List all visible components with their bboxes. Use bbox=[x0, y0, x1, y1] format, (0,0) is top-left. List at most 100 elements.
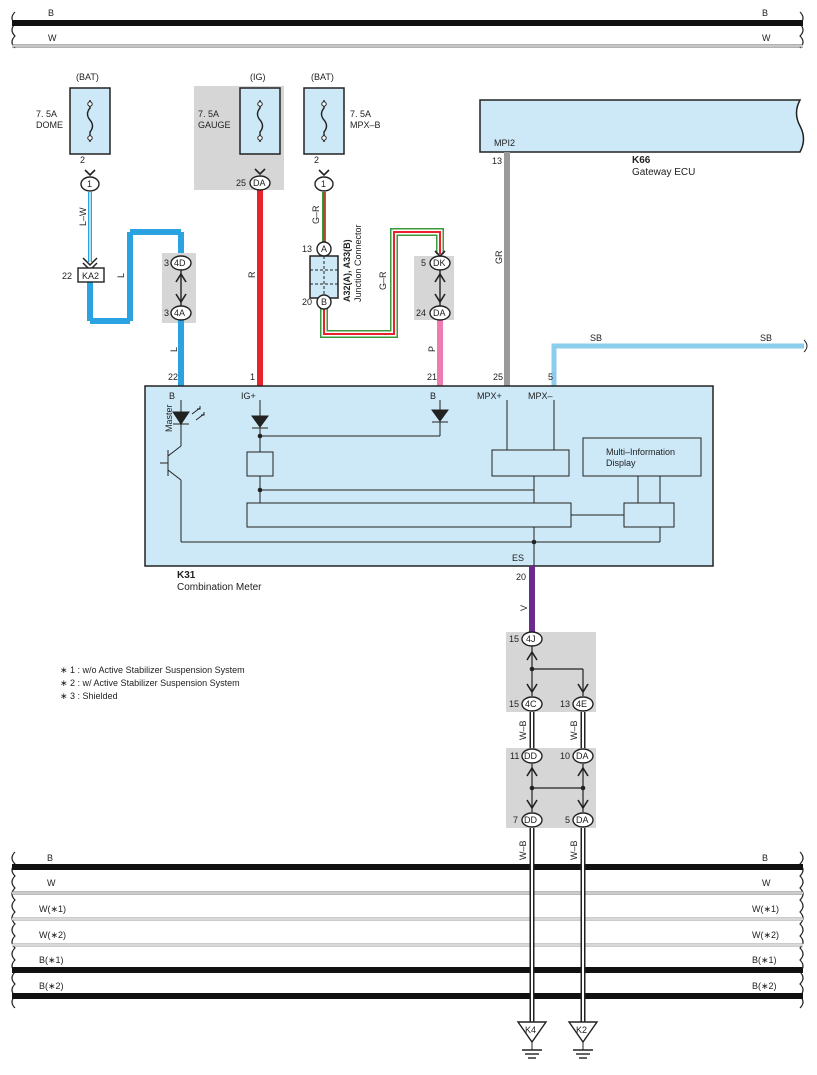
gateway-ecu: K66 Gateway ECU MPI2 13 bbox=[479, 99, 805, 178]
fuse-gauge: (IG) 7. 5A GAUGE 25 bbox=[194, 72, 284, 190]
svg-text:10: 10 bbox=[560, 751, 570, 761]
conn-mpxb-1: 1 bbox=[314, 169, 334, 192]
wire-v-label: V bbox=[519, 605, 529, 611]
wire-v: V bbox=[519, 566, 535, 632]
meter-label-b1: B bbox=[169, 391, 175, 401]
meter-pin-21: 21 bbox=[427, 372, 437, 382]
conn-junction-a: A 13 bbox=[302, 241, 332, 257]
arrow-4d-4a-icon bbox=[175, 272, 187, 304]
fuse-dome: (BAT) 7. 5A DOME 2 bbox=[36, 72, 111, 165]
note-3: ∗ 3 : Shielded bbox=[60, 691, 118, 701]
bus-w-left: W bbox=[47, 878, 56, 888]
bus-w2-left: W(∗2) bbox=[39, 930, 66, 940]
mid-display-line1: Multi–Information bbox=[606, 447, 675, 457]
svg-text:5: 5 bbox=[565, 815, 570, 825]
svg-text:13: 13 bbox=[560, 699, 570, 709]
bus-w2-right: W(∗2) bbox=[752, 930, 779, 940]
wire-wb4-label: W–B bbox=[569, 840, 579, 860]
wire-r-label: R bbox=[247, 271, 257, 278]
svg-text:22: 22 bbox=[62, 271, 72, 281]
fuse-mpxb: (BAT) 7. 5A MPX–B 2 bbox=[303, 72, 381, 165]
wire-wb3-label: W–B bbox=[518, 840, 528, 860]
ground-k4: K4 bbox=[516, 1021, 548, 1059]
svg-text:15: 15 bbox=[509, 699, 519, 709]
meter-name: Combination Meter bbox=[177, 582, 262, 593]
meter-pin-20: 20 bbox=[516, 572, 526, 582]
svg-text:4C: 4C bbox=[525, 699, 537, 709]
gateway-name: Gateway ECU bbox=[632, 167, 695, 178]
wire-wb-upper: W–B W–B bbox=[518, 712, 586, 752]
svg-text:24: 24 bbox=[416, 308, 426, 318]
combination-meter: 22 1 21 25 5 B IG+ B MPX+ MPX– Master ES bbox=[144, 372, 714, 593]
meter-label-mpxm: MPX– bbox=[528, 391, 553, 401]
gateway-id: K66 bbox=[632, 155, 651, 166]
meter-label-b2: B bbox=[430, 391, 436, 401]
fuse-mpxb-source: (BAT) bbox=[311, 72, 334, 82]
bus-b1-right: B(∗1) bbox=[752, 955, 777, 965]
bus-w-right: W bbox=[762, 878, 771, 888]
svg-text:DA: DA bbox=[253, 178, 266, 188]
conn-4a: 4A3 bbox=[164, 305, 192, 321]
meter-label-mpxp: MPX+ bbox=[477, 391, 502, 401]
wire-lw: L–W L bbox=[78, 192, 184, 324]
bus-w1-left: W(∗1) bbox=[39, 904, 66, 914]
meter-pin-5: 5 bbox=[548, 372, 553, 382]
wire-p: P bbox=[427, 320, 443, 386]
conn-dd11: DD 11 bbox=[510, 748, 543, 764]
ground-k2-label: K2 bbox=[576, 1025, 587, 1035]
bus-w1-right: W(∗1) bbox=[752, 904, 779, 914]
bus-b2-right: B(∗2) bbox=[752, 981, 777, 991]
fuse-gauge-pin: 25 bbox=[236, 178, 246, 188]
svg-text:20: 20 bbox=[302, 297, 312, 307]
top-bus-w-left: W bbox=[48, 33, 57, 43]
meter-label-master: Master bbox=[164, 404, 174, 432]
svg-text:4J: 4J bbox=[526, 634, 536, 644]
wire-wb2-label: W–B bbox=[569, 720, 579, 740]
wire-gr: G–R G–R bbox=[311, 192, 444, 338]
wire-wb-lower: W–B W–B bbox=[518, 828, 586, 1022]
wire-sb-label-2: SB bbox=[760, 333, 772, 343]
wire-l-lower-label: L bbox=[169, 347, 179, 352]
top-bus: B B W W bbox=[11, 8, 804, 49]
fuse-gauge-name: GAUGE bbox=[198, 120, 231, 130]
fuse-dome-rating: 7. 5A bbox=[36, 109, 57, 119]
wire-l-lower: L bbox=[169, 320, 184, 386]
top-bus-w-right: W bbox=[762, 33, 771, 43]
fuse-dome-name: DOME bbox=[36, 120, 63, 130]
conn-da5: DA 5 bbox=[565, 812, 594, 828]
conn-4c: 4C 15 bbox=[509, 696, 543, 712]
meter-pin-25: 25 bbox=[493, 372, 503, 382]
svg-text:7: 7 bbox=[513, 815, 518, 825]
svg-text:DD: DD bbox=[524, 751, 537, 761]
junction-line1: A32(A), A33(B) bbox=[342, 239, 352, 302]
meter-id: K31 bbox=[177, 570, 196, 581]
svg-text:15: 15 bbox=[509, 634, 519, 644]
wire-gr-ecu: GR bbox=[494, 152, 510, 386]
fuse-dome-source: (BAT) bbox=[76, 72, 99, 82]
gateway-pin: 13 bbox=[492, 156, 502, 166]
bus-b-left: B bbox=[47, 853, 53, 863]
conn-4j: 4J 15 bbox=[509, 631, 543, 647]
arrow-dk-da-icon bbox=[434, 272, 446, 304]
note-1: ∗ 1 : w/o Active Stabilizer Suspension S… bbox=[60, 665, 245, 675]
notes: ∗ 1 : w/o Active Stabilizer Suspension S… bbox=[60, 665, 245, 701]
wire-wb-crossing bbox=[529, 855, 586, 1022]
svg-text:A: A bbox=[321, 244, 327, 254]
svg-text:DK: DK bbox=[433, 258, 446, 268]
svg-text:DA: DA bbox=[576, 815, 589, 825]
conn-gauge-da: DA bbox=[249, 168, 271, 191]
svg-text:1: 1 bbox=[87, 179, 92, 189]
conn-dd7: DD7 bbox=[513, 812, 543, 828]
bus-b2-left: B(∗2) bbox=[39, 981, 64, 991]
meter-label-es: ES bbox=[512, 553, 524, 563]
svg-text:11: 11 bbox=[510, 751, 519, 761]
fuse-mpxb-rating: 7. 5A bbox=[350, 109, 371, 119]
junction-line2: Junction Connector bbox=[353, 224, 363, 302]
svg-text:13: 13 bbox=[302, 244, 312, 254]
svg-text:1: 1 bbox=[321, 179, 326, 189]
